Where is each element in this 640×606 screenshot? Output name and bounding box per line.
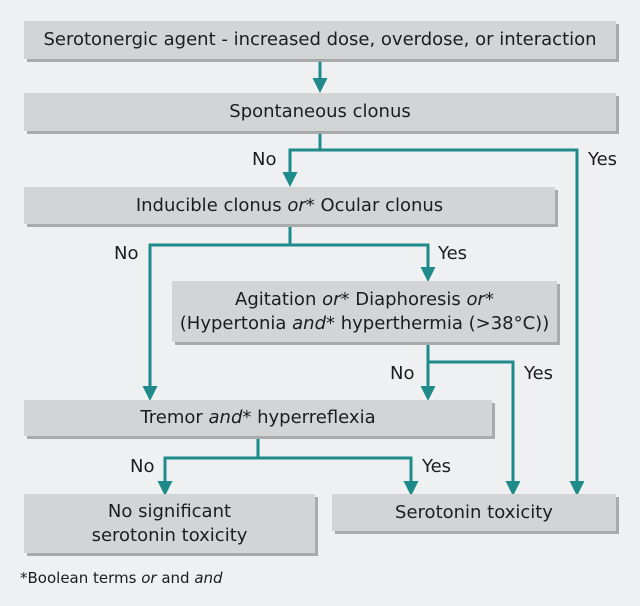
label-spont-yes: Yes [588, 149, 618, 170]
no-toxicity-box: No significant serotonin toxicity [24, 494, 315, 553]
arrow-trem-yes [258, 456, 419, 496]
serotonin-toxicity-box: Serotonin toxicity [332, 494, 616, 531]
tremor-box: Tremor and* hyperreflexia [24, 400, 492, 436]
label-trem-no: No [130, 456, 155, 477]
label-agit-no: No [390, 363, 415, 384]
label-agit-yes: Yes [524, 363, 554, 384]
label-trem-yes: Yes [422, 456, 452, 477]
footnote: *Boolean terms or and and [20, 569, 223, 587]
inducible-clonus-box: Inducible clonus or* Ocular clonus [24, 187, 555, 224]
label-spont-no: No [252, 149, 277, 170]
arrow-spont-no [282, 132, 322, 187]
label-ind-no: No [114, 243, 139, 264]
spontaneous-clonus-box: Spontaneous clonus [24, 93, 616, 131]
arrow-ind-yes [290, 243, 436, 282]
label-ind-yes: Yes [438, 243, 468, 264]
arrow-agit-yes [428, 360, 521, 496]
arrow-spont-yes [320, 148, 585, 496]
arrow-trem-no [157, 436, 260, 496]
arrow-ind-no [142, 225, 292, 401]
agitation-box: Agitation or* Diaphoresis or* (Hypertoni… [172, 281, 557, 342]
agent-box: Serotonergic agent - increased dose, ove… [24, 21, 616, 59]
